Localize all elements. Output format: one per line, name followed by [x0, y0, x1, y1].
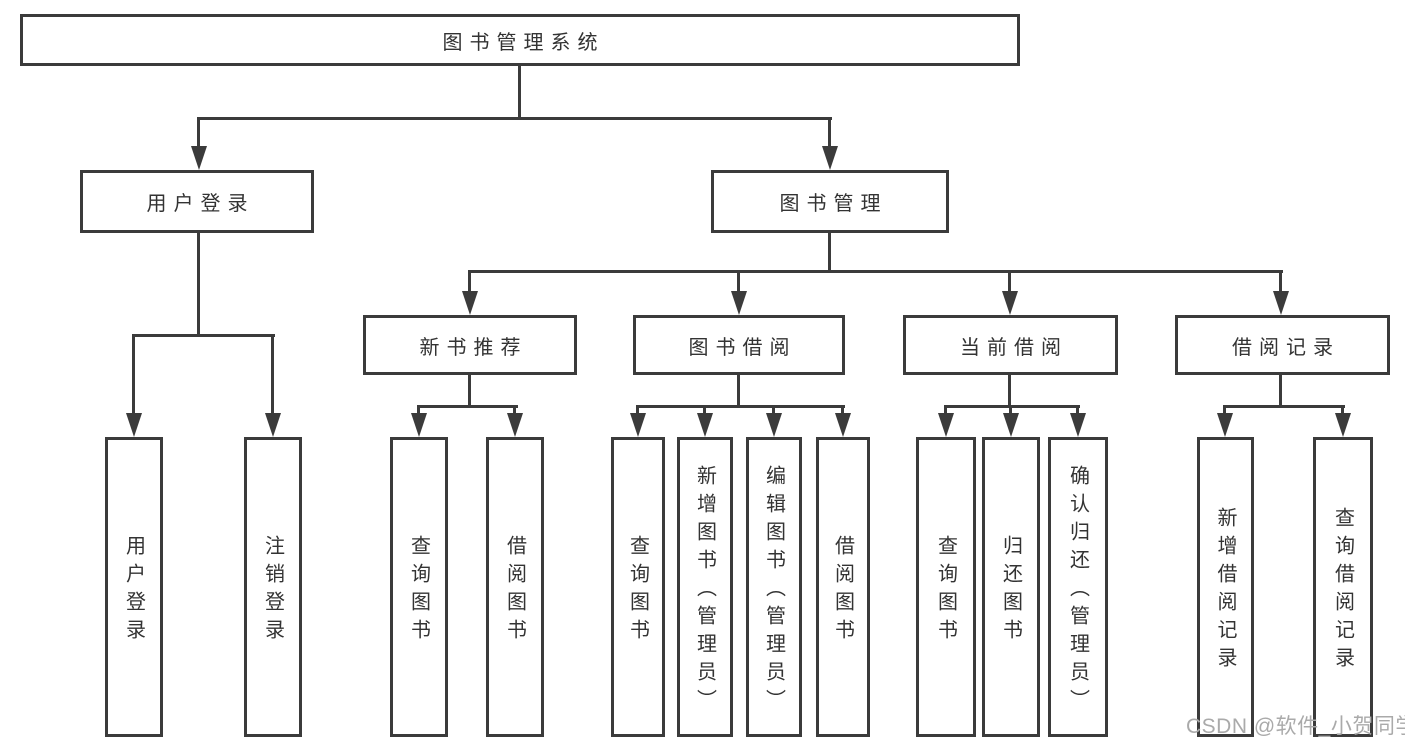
- leaf-borrow-borrow-label: 借阅图书: [831, 535, 854, 647]
- leaf-borrow-edit-admin-label: 编辑图书（管理员）: [762, 465, 785, 717]
- arrow-to-newbook-borrow: [507, 413, 523, 437]
- arrow-to-borrow-records: [1273, 291, 1289, 315]
- leaf-user-login-label: 用户登录: [122, 535, 145, 647]
- node-borrow-records: 借阅记录: [1175, 315, 1390, 375]
- connector-branch-level2: [197, 117, 832, 120]
- leaf-current-query: 查询图书: [916, 437, 976, 737]
- arrow-to-leaf-logout: [265, 413, 281, 437]
- connector-drop-borrow-records: [1279, 270, 1282, 294]
- connector-branch-level3: [468, 270, 1283, 273]
- connector-junction-borrow-records: [1223, 405, 1345, 408]
- leaf-borrow-add-admin: 新增图书（管理员）: [677, 437, 733, 737]
- leaf-user-login: 用户登录: [105, 437, 163, 737]
- node-user-login: 用户登录: [80, 170, 314, 233]
- leaf-records-query: 查询借阅记录: [1313, 437, 1373, 737]
- connector-root-stem: [518, 65, 521, 120]
- node-new-book-recommend-label: 新书推荐: [419, 336, 528, 359]
- arrow-to-borrow-add: [697, 413, 713, 437]
- connector-junction-user: [132, 334, 275, 337]
- connector-book-management-stem: [828, 232, 831, 273]
- connector-borrow-records-stem: [1279, 373, 1282, 408]
- connector-drop-user-login: [197, 117, 200, 150]
- connector-drop-records-query: [1341, 405, 1344, 417]
- leaf-borrow-add-admin-label: 新增图书（管理员）: [693, 465, 716, 717]
- connector-drop-borrow-add: [703, 405, 706, 417]
- connector-drop-borrow-edit: [772, 405, 775, 417]
- connector-drop-records-add: [1223, 405, 1226, 417]
- connector-junction-new-book: [417, 405, 518, 408]
- arrow-to-current-query: [938, 413, 954, 437]
- connector-drop-borrow-query: [636, 405, 639, 417]
- node-book-management-label: 图书管理: [779, 193, 888, 215]
- connector-junction-current-borrow: [944, 405, 1080, 408]
- leaf-newbook-query-label: 查询图书: [407, 535, 430, 647]
- connector-drop-new-book: [468, 270, 471, 294]
- connector-drop-leaf-user-login: [132, 334, 135, 418]
- arrow-to-current-return: [1003, 413, 1019, 437]
- leaf-current-return: 归还图书: [982, 437, 1040, 737]
- connector-drop-book-borrow: [737, 270, 740, 294]
- arrow-to-current-borrow: [1002, 291, 1018, 315]
- arrow-to-current-confirm: [1070, 413, 1086, 437]
- connector-current-borrow-stem: [1008, 373, 1011, 408]
- connector-drop-leaf-logout: [271, 334, 274, 418]
- connector-drop-current-return: [1009, 405, 1012, 417]
- arrow-to-leaf-user-login: [126, 413, 142, 437]
- arrow-to-borrow-edit: [766, 413, 782, 437]
- node-borrow-records-label: 借阅记录: [1232, 336, 1340, 359]
- leaf-current-confirm-admin-label: 确认归还（管理员）: [1066, 465, 1089, 717]
- node-book-borrow-label: 图书借阅: [688, 336, 797, 359]
- leaf-records-query-label: 查询借阅记录: [1331, 507, 1354, 675]
- leaf-logout: 注销登录: [244, 437, 302, 737]
- leaf-logout-label: 注销登录: [261, 535, 284, 647]
- arrow-to-newbook-query: [411, 413, 427, 437]
- node-root: 图书管理系统: [20, 14, 1020, 66]
- node-user-login-label: 用户登录: [146, 193, 255, 215]
- connector-drop-current-query: [944, 405, 947, 417]
- connector-drop-book-management: [828, 117, 831, 150]
- arrow-to-user-login: [191, 146, 207, 170]
- arrow-to-borrow-query: [630, 413, 646, 437]
- leaf-newbook-borrow: 借阅图书: [486, 437, 544, 737]
- connector-book-borrow-stem: [737, 373, 740, 408]
- connector-new-book-stem: [468, 373, 471, 408]
- node-book-borrow: 图书借阅: [633, 315, 845, 375]
- connector-drop-current-confirm: [1076, 405, 1079, 417]
- arrow-to-records-query: [1335, 413, 1351, 437]
- leaf-current-confirm-admin: 确认归还（管理员）: [1048, 437, 1108, 737]
- csdn-watermark: CSDN @软件_小贺同学: [1186, 715, 1405, 738]
- arrow-to-book-borrow: [731, 291, 747, 315]
- node-current-borrow-label: 当前借阅: [960, 336, 1068, 359]
- connector-junction-book-borrow: [636, 405, 845, 408]
- leaf-borrow-query-label: 查询图书: [626, 535, 649, 647]
- leaf-records-add-label: 新增借阅记录: [1214, 507, 1236, 675]
- connector-drop-current-borrow: [1008, 270, 1011, 294]
- connector-user-login-stem: [197, 232, 200, 336]
- node-current-borrow: 当前借阅: [903, 315, 1118, 375]
- connector-drop-borrow-borrow: [841, 405, 844, 417]
- connector-drop-newbook-query: [417, 405, 420, 417]
- node-new-book-recommend: 新书推荐: [363, 315, 577, 375]
- connector-drop-newbook-borrow: [513, 405, 516, 417]
- leaf-borrow-borrow: 借阅图书: [816, 437, 870, 737]
- leaf-borrow-edit-admin: 编辑图书（管理员）: [746, 437, 802, 737]
- leaf-records-add: 新增借阅记录: [1197, 437, 1254, 737]
- leaf-current-query-label: 查询图书: [934, 535, 957, 647]
- arrow-to-records-add: [1217, 413, 1233, 437]
- arrow-to-borrow-borrow: [835, 413, 851, 437]
- arrow-to-book-management: [822, 146, 838, 170]
- node-book-management: 图书管理: [711, 170, 949, 233]
- leaf-newbook-query: 查询图书: [390, 437, 448, 737]
- leaf-current-return-label: 归还图书: [999, 535, 1022, 647]
- leaf-borrow-query: 查询图书: [611, 437, 665, 737]
- arrow-to-new-book: [462, 291, 478, 315]
- node-root-label: 图书管理系统: [442, 31, 605, 54]
- leaf-newbook-borrow-label: 借阅图书: [503, 535, 526, 647]
